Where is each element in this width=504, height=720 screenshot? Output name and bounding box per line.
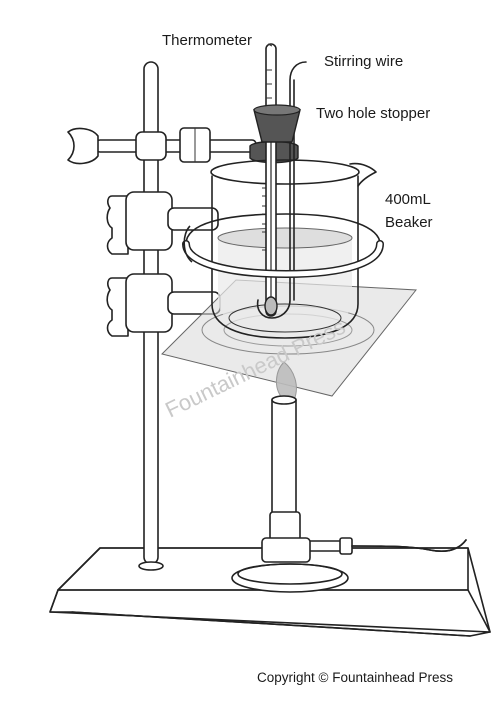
stirring-wire-label: Stirring wire xyxy=(324,53,403,70)
copyright-notice: Copyright © Fountainhead Press xyxy=(257,670,453,685)
beaker xyxy=(210,159,377,339)
two-hole-stopper xyxy=(253,104,301,143)
beaker-label: Beaker xyxy=(385,214,433,231)
iron-ring-front xyxy=(182,225,384,279)
bunsen-burner xyxy=(231,361,467,593)
iron-ring-back xyxy=(185,213,381,245)
upper-boss-clamp xyxy=(106,191,219,255)
stopper-label: Two hole stopper xyxy=(316,105,430,122)
beaker-volume-label: 400mL xyxy=(385,191,431,208)
flame xyxy=(276,361,297,401)
lower-boss-clamp xyxy=(106,273,221,337)
thermometer-pointer xyxy=(267,43,273,47)
thermometer-label: Thermometer xyxy=(162,32,252,49)
stand-base xyxy=(49,547,491,637)
